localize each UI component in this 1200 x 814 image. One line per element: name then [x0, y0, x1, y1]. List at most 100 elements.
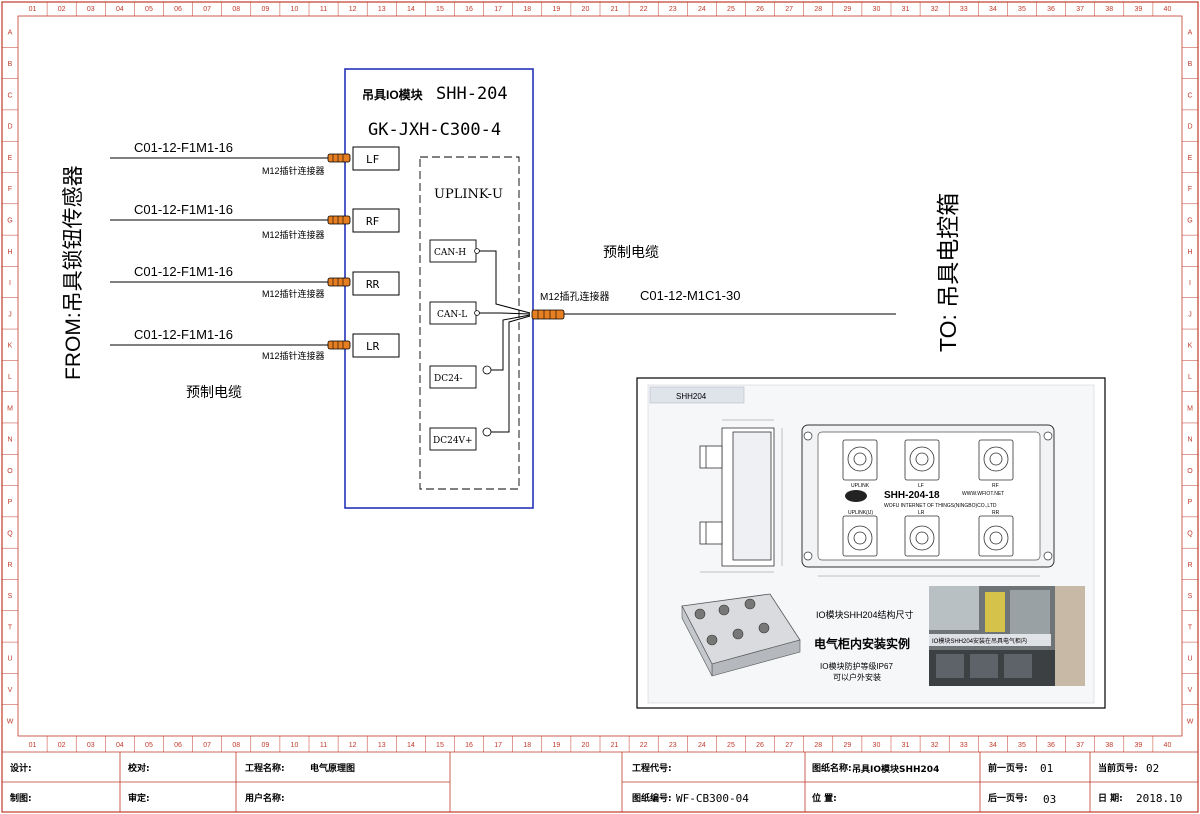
uplink-label: UPLINK-U: [434, 187, 503, 202]
zone-row-label: N: [7, 437, 12, 444]
zone-column-label: 19: [552, 742, 560, 749]
zone-row-label: D: [1187, 124, 1192, 131]
zone-column-label: 27: [785, 6, 793, 13]
zone-column-label: 20: [582, 742, 590, 749]
zone-row-label: Q: [1187, 531, 1193, 538]
input-cable-3: C01-12-F1M1-16 M12插针连接器: [110, 264, 351, 299]
zone-column-label: 35: [1018, 742, 1026, 749]
zone-column-label: 01: [29, 6, 37, 13]
output-cable-label: C01-12-M1C1-30: [640, 288, 740, 303]
zone-row-label: Q: [7, 531, 13, 538]
zone-row-label: G: [1187, 217, 1192, 224]
zone-column-label: 17: [494, 742, 502, 749]
signal-label: DC24V+: [433, 436, 473, 446]
module-part-number: GK-JXH-C300-4: [368, 120, 501, 140]
zone-row-label: K: [8, 343, 13, 350]
port-label: LR: [366, 340, 380, 353]
zone-column-label: 08: [232, 742, 240, 749]
zone-column-label: 01: [29, 742, 37, 749]
zone-column-label: 19: [552, 6, 560, 13]
zone-column-label: 12: [349, 6, 357, 13]
zone-column-label: 12: [349, 742, 357, 749]
module-model: SHH-204: [436, 84, 508, 104]
product-website: WWW.WFIOT.NET: [962, 491, 1004, 497]
cable-label: C01-12-F1M1-16: [134, 202, 233, 217]
zone-row-label: T: [1188, 624, 1193, 631]
output-precut-cable-label: 预制电缆: [603, 244, 659, 260]
m12-port-icons: [842, 439, 1014, 557]
user-name-label: 用户名称:: [244, 792, 285, 804]
prev-page-label: 前一页号:: [988, 762, 1028, 774]
project-code-label: 工程代号:: [632, 762, 672, 774]
zone-column-label: 10: [291, 6, 299, 13]
port-label-uplink: UPLINK: [851, 483, 870, 489]
zone-row-label: D: [7, 124, 12, 131]
port-label: RF: [366, 215, 379, 228]
zone-column-label: 16: [465, 742, 473, 749]
zone-column-label: 06: [174, 6, 182, 13]
zone-row-label: E: [8, 155, 13, 162]
zone-column-label: 30: [873, 742, 881, 749]
company-name: WOFU INTERNET OF THINGS(NINGBO)CO.,LTD: [884, 503, 997, 509]
input-cable-1: C01-12-F1M1-16 M12插针连接器: [110, 140, 351, 176]
reviewer-label: 审定:: [128, 792, 150, 804]
caption-dimensions: IO模块SHH204结构尺寸: [816, 609, 914, 620]
zone-column-label: 03: [87, 6, 95, 13]
zone-column-label: 13: [378, 6, 386, 13]
m12-connector-icon: [327, 153, 351, 163]
cable-label: C01-12-F1M1-16: [134, 264, 233, 279]
zone-column-label: 37: [1076, 6, 1084, 13]
checker-label: 校对:: [128, 762, 150, 774]
connector-label: M12插针连接器: [262, 165, 325, 176]
port-label-uplink-u: UPLINK(U): [848, 510, 873, 516]
zone-column-label: 10: [291, 742, 299, 749]
front-view-drawing: UPLINK LF RF UPLINK(U) LR RR SHH-204-18 …: [801, 424, 1055, 577]
zone-row-label: T: [8, 624, 13, 631]
title-block: [2, 751, 1198, 812]
port-lf: LF: [352, 146, 400, 171]
port-label-lr: LR: [918, 510, 925, 516]
drafter-label: 制图:: [10, 792, 32, 804]
date-value: 2018.10: [1136, 792, 1182, 805]
port-lr: LR: [352, 333, 400, 358]
module-name-label: 吊具IO模块: [362, 87, 424, 102]
cable-label: C01-12-F1M1-16: [134, 327, 233, 342]
caption-protection-1: IO模块防护等级IP67: [820, 661, 893, 671]
zone-column-label: 07: [203, 6, 211, 13]
caption-protection-2: 可以户外安装: [833, 672, 881, 682]
port-label: RR: [366, 278, 380, 291]
date-label: 日 期:: [1098, 792, 1123, 804]
zone-column-label: 14: [407, 742, 415, 749]
panel-tab-label: SHH204: [676, 392, 707, 401]
zone-column-label: 14: [407, 6, 415, 13]
zone-row-label: L: [1188, 374, 1192, 381]
m12-connector-icon: [327, 215, 351, 225]
zone-column-label: 33: [960, 6, 968, 13]
zone-column-label: 24: [698, 742, 706, 749]
zone-row-label: O: [7, 468, 13, 475]
zone-row-label: J: [1188, 311, 1192, 318]
zone-row-label: I: [9, 280, 11, 287]
zone-column-label: 34: [989, 6, 997, 13]
zone-column-label: 11: [320, 6, 327, 13]
output-cable: M12插孔连接器 C01-12-M1C1-30: [531, 288, 896, 320]
zone-column-label: 21: [611, 742, 619, 749]
product-3d-render: [681, 593, 801, 677]
zone-column-label: 26: [756, 742, 764, 749]
module-box: [344, 68, 534, 509]
zone-column-label: 35: [1018, 6, 1026, 13]
brand-logo: [845, 490, 867, 502]
connector-label: M12插针连接器: [262, 288, 325, 299]
connector-label: M12插针连接器: [262, 350, 325, 361]
m12-socket-connector-icon: [531, 309, 565, 320]
zone-column-label: 09: [261, 742, 269, 749]
zone-row-label: U: [1187, 656, 1192, 663]
zone-row-label: V: [1188, 687, 1193, 694]
zone-column-label: 13: [378, 742, 386, 749]
position-label: 位 置:: [812, 792, 837, 804]
zone-row-label: F: [8, 186, 12, 193]
zone-row-label: A: [8, 30, 13, 37]
zone-column-label: 04: [116, 742, 124, 749]
